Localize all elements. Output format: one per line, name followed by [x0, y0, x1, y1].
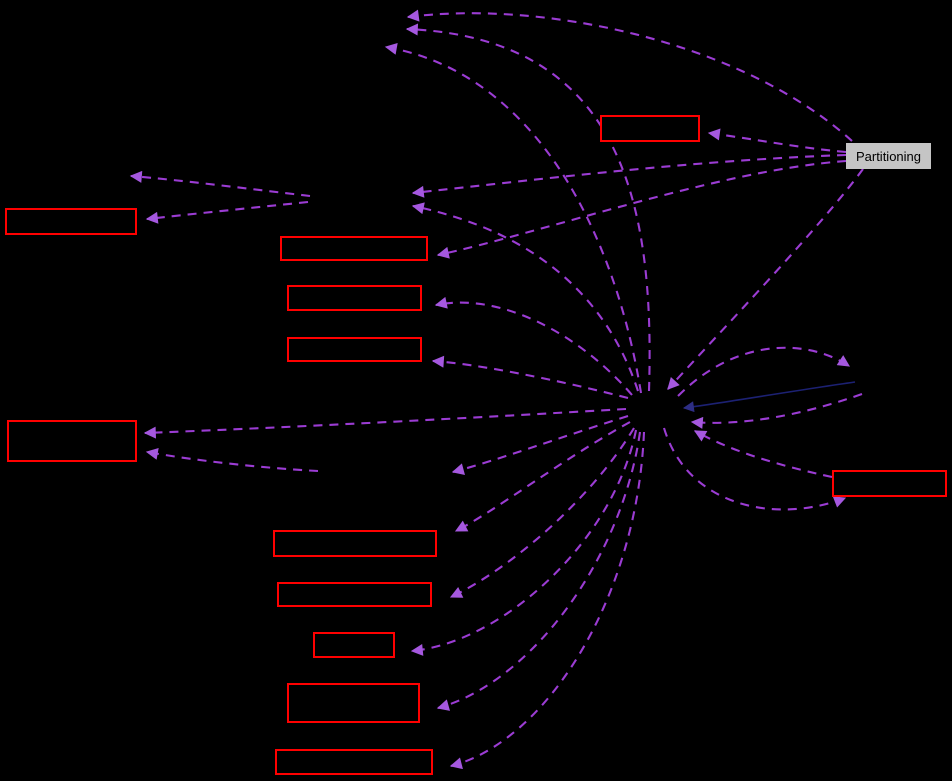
dependency-edge-lownode-to-leftlower-b — [145, 447, 319, 473]
dependency-edge-hub-to-mid2 — [434, 296, 633, 396]
dependency-edge-midnode-to-leftupper — [145, 200, 309, 224]
dependency-edge-midnode-to-left-a — [129, 170, 311, 198]
node-bottom-5[interactable] — [275, 749, 433, 775]
dependency-edge-partitioning-to-hub — [667, 168, 864, 390]
node-bottom-4[interactable] — [287, 683, 420, 723]
dependency-edge-hub-to-top-b — [405, 23, 651, 392]
dependency-edge-rightlower-to-hub — [693, 430, 833, 479]
dependency-edge-hub-to-midnode — [411, 202, 639, 392]
dependency-edge-hub-to-bottom2 — [449, 427, 635, 598]
dependency-edge-rightnode-to-hub-dashed — [690, 393, 863, 429]
node-mid-3[interactable] — [287, 337, 422, 362]
edge-group — [129, 9, 864, 770]
node-partitioning[interactable]: Partitioning — [846, 143, 931, 169]
node-top-middle[interactable] — [600, 115, 700, 142]
node-right-lower[interactable] — [832, 470, 947, 497]
dependency-edge-hub-to-top-c — [384, 42, 643, 394]
node-bottom-3[interactable] — [313, 632, 395, 658]
dependency-edge-partitioning-to-top-a — [406, 9, 853, 142]
dependency-edge-partitioning-to-midnode — [411, 153, 847, 198]
dependency-edge-hub-to-mid3 — [431, 355, 629, 400]
node-mid-1[interactable] — [280, 236, 428, 261]
dependency-edge-hub-to-bottom1 — [454, 421, 631, 532]
dependency-edge-hub-to-leftlower-a — [143, 407, 627, 439]
node-left-upper[interactable] — [5, 208, 137, 235]
node-mid-2[interactable] — [287, 285, 422, 311]
dependency-edge-hub-to-bottom4 — [436, 431, 642, 711]
dependency-edge-hub-to-bottom3 — [410, 429, 638, 656]
dependency-edge-hub-to-rightlower — [662, 427, 847, 511]
node-bottom-2[interactable] — [277, 582, 432, 607]
node-left-lower[interactable] — [7, 420, 137, 462]
dependency-edge-partitioning-to-mid1 — [436, 159, 847, 259]
dependency-edge-hub-to-lownode — [451, 414, 629, 476]
node-bottom-1[interactable] — [273, 530, 437, 557]
dependency-edge-hub-to-bottom5 — [449, 431, 646, 770]
dependency-edge-hub-to-rightnode — [677, 346, 851, 397]
dependency-edge-rightnode-to-hub-solid — [682, 381, 856, 413]
dependency-edge-partitioning-to-topbox — [707, 128, 847, 154]
